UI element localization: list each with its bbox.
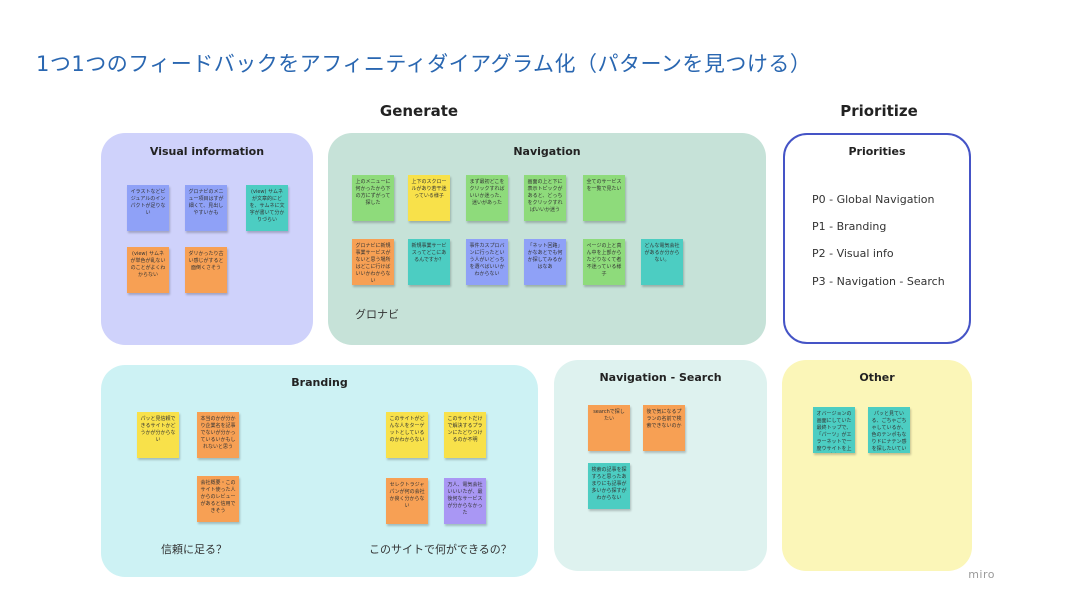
branding-cluster[interactable]: Branding パッと見信頼できるサイトかどうかが分からない 本当のかが分かり… <box>101 365 538 577</box>
priority-item: P2 - Visual info <box>812 247 894 260</box>
sticky-note[interactable]: グロナビに新規事業サービスがないと思う場所はどこに行けばいいかわからない <box>352 239 394 285</box>
sticky-note[interactable]: (view) サムネが単色が乱ないのことがよくわからない <box>127 247 169 293</box>
cluster-title: Other <box>859 371 895 384</box>
sticky-note[interactable]: グロナビのメニュー項目はすが細くて、見出しやすいかも <box>185 185 227 231</box>
sticky-note[interactable]: どんな電気会社があるか分からない。 <box>641 239 683 285</box>
generate-heading: Generate <box>379 102 459 120</box>
sticky-note[interactable]: 事件カスプロバンに行ったという人がいどっちを選べばいいかわからない <box>466 239 508 285</box>
navigation-cluster[interactable]: Navigation 上のメニューに何かったから下の方にずがって探した 上下のス… <box>328 133 766 345</box>
sticky-note[interactable]: 後で気になるプランの名前で検索できないのか <box>643 405 685 451</box>
sticky-note[interactable]: 画面の上と下に表示トピックがあると、どっちをクリックすればいいか迷う <box>524 175 566 221</box>
branding-caption-trust: 信頼に足る？ <box>161 543 227 556</box>
sticky-note[interactable]: イラストなどビジュアルのインパクトが足りない <box>127 185 169 231</box>
sticky-note[interactable]: 万人、電気会社いいいたが、最後何なサービスが分からなかった <box>444 478 486 524</box>
sticky-note[interactable]: まず最初どこをクリックすればいいか迷った、迷いがあった <box>466 175 508 221</box>
sticky-note[interactable]: オバージョンの画面にしていた最終トップで、「パーツ」がエラーネットで一度ウサイト… <box>813 407 855 453</box>
sticky-note[interactable]: 上下のスクロールがあり若干迷っている様子 <box>408 175 450 221</box>
sticky-note[interactable]: このサイトだけで解決するプランにたどりつけるのか不明 <box>444 412 486 458</box>
sticky-note[interactable]: パッと見信頼できるサイトかどうかが分からない <box>137 412 179 458</box>
miro-watermark: miro <box>968 568 995 581</box>
prioritize-heading: Prioritize <box>840 102 918 120</box>
cluster-title: Navigation <box>513 145 581 158</box>
cluster-title: Branding <box>291 376 348 389</box>
sticky-note[interactable]: ページの上と真ん中を上部からたどりなくて者不迷っている様子 <box>583 239 625 285</box>
page-title: 1つ1つのフィードバックをアフィニティダイアグラム化（パターンを見つける） <box>36 52 812 76</box>
branding-caption-purpose: このサイトで何ができるの？ <box>369 543 512 556</box>
visual-information-cluster[interactable]: Visual information イラストなどビジュアルのインパクトが足りな… <box>101 133 313 345</box>
priorities-panel[interactable]: Priorities P0 - Global Navigation P1 - B… <box>783 133 971 344</box>
sticky-note[interactable]: 会社概要・このサイト使った人からのレビューがあると信用できそう <box>197 476 239 522</box>
sticky-note[interactable]: 「ネット回路」かなあとでも何か探してみるかはなあ <box>524 239 566 285</box>
cluster-title: Navigation - Search <box>599 371 722 384</box>
cluster-title: Visual information <box>149 145 265 158</box>
sticky-note[interactable]: 上のメニューに何かったから下の方にずがって探した <box>352 175 394 221</box>
navigation-caption: グロナビ <box>355 308 399 321</box>
sticky-note[interactable]: 本当のかが分かり企業名を記事でないが分かっているいかもしれないと思う <box>197 412 239 458</box>
sticky-note[interactable]: 全てのサービスを一覧で見たい <box>583 175 625 221</box>
sticky-note[interactable]: 新規事業サービスってどこにあるんですか？ <box>408 239 450 285</box>
cluster-title: Priorities <box>848 145 906 158</box>
priority-item: P0 - Global Navigation <box>812 193 935 206</box>
priority-item: P3 - Navigation - Search <box>812 275 945 288</box>
sticky-note[interactable]: パッと見ている、ごちゃごちゃしているか、色のテンポもなりドにナテン感を探したいて… <box>868 407 910 453</box>
priority-item: P1 - Branding <box>812 220 887 233</box>
sticky-note[interactable]: (view) サムネが文章的にどを、サムネに文字が書いて分かりづらい <box>246 185 288 231</box>
sticky-note[interactable]: このサイトがどんな人をターゲットとしているのかわからない <box>386 412 428 458</box>
sticky-note[interactable]: ダリかったり古い感じがすると面倒くさそう <box>185 247 227 293</box>
sticky-note[interactable]: 検索の記事を探すろと思ったあまりにも記事が多いから探すがわからない <box>588 463 630 509</box>
navigation-search-cluster[interactable]: Navigation - Search searchで探したい 後で気になるプラ… <box>554 360 767 571</box>
other-cluster[interactable]: Other オバージョンの画面にしていた最終トップで、「パーツ」がエラーネットで… <box>782 360 972 571</box>
sticky-note[interactable]: searchで探したい <box>588 405 630 451</box>
sticky-note[interactable]: セレクトラジャパンが何の会社か良く分からない <box>386 478 428 524</box>
